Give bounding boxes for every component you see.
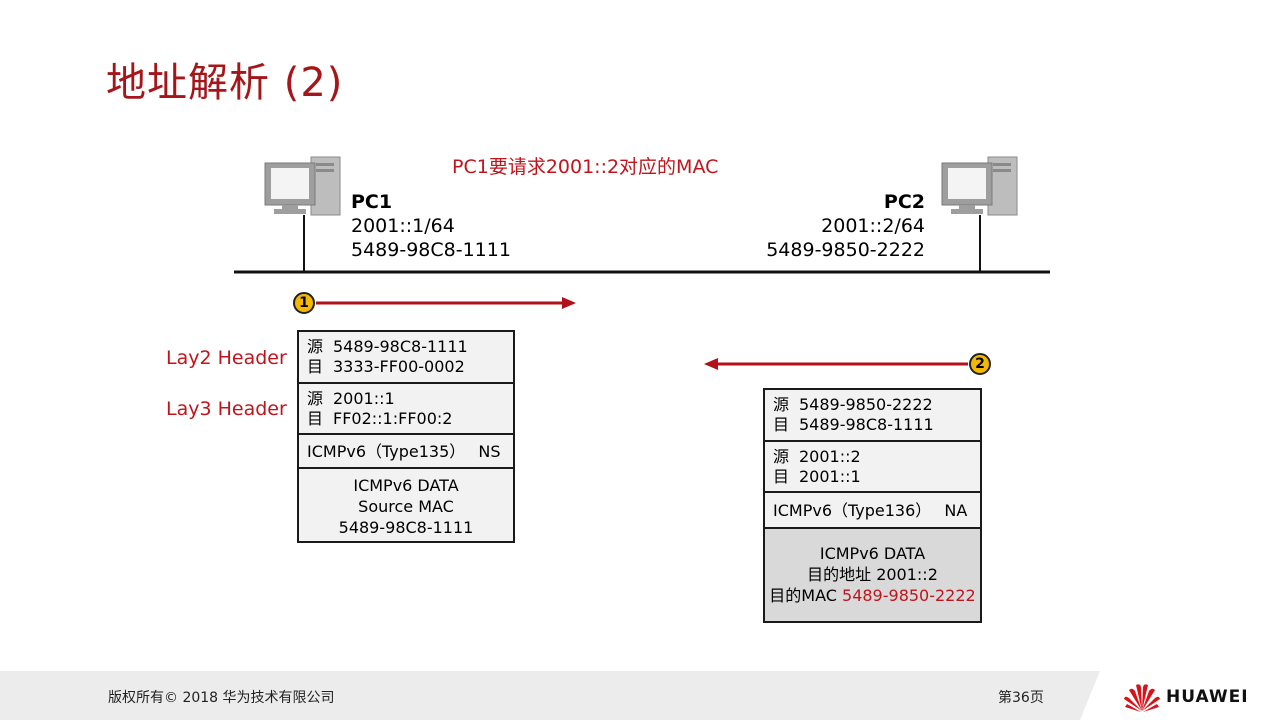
na-data-line3-value: 5489-9850-2222 [842,586,976,605]
huawei-logo-icon [1124,684,1160,712]
pc1-ip: 2001::1/64 [351,215,455,237]
ns-icmp-name: NS [478,442,501,461]
caption: PC1要请求2001::2对应的MAC [452,156,719,178]
lay3-header-label: Lay3 Header [166,398,287,420]
na-icmp-data: ICMPv6 DATA 目的地址 2001::2 目的MAC 5489-9850… [765,529,980,621]
na-icmp-type-text: ICMPv6（Type136） [773,501,932,520]
ns-l2-dst: 3333-FF00-0002 [333,357,465,376]
dst-key: 目 [773,467,790,486]
na-l3-dst: 2001::1 [799,467,861,486]
na-l2-dst: 5489-98C8-1111 [799,415,934,434]
step-1-badge: 1 [293,292,315,314]
ns-l2-src: 5489-98C8-1111 [333,337,468,356]
footer-copyright: 版权所有© 2018 华为技术有限公司 [108,690,335,706]
ns-icmp-type-text: ICMPv6（Type135） [307,442,466,461]
desktop-computer-icon [941,156,1018,216]
src-key: 源 [773,447,790,466]
na-l2-src: 5489-9850-2222 [799,395,933,414]
na-l2-header: 源 5489-9850-2222 目 5489-98C8-1111 [765,390,980,442]
ns-data-line2: Source MAC [358,497,454,516]
ns-data-line1: ICMPv6 DATA [353,476,459,495]
ns-icmp-type: ICMPv6（Type135） NS [299,435,513,469]
na-l3-src: 2001::2 [799,447,861,466]
footer-bar [0,671,1280,720]
page-title: 地址解析 (2) [106,60,344,106]
ns-l3-header: 源 2001::1 目 FF02::1:FF00:2 [299,384,513,435]
ns-l3-src: 2001::1 [333,389,395,408]
dst-key: 目 [307,409,324,428]
na-icmp-name: NA [944,501,968,520]
na-l3-header: 源 2001::2 目 2001::1 [765,442,980,493]
na-data-line1: ICMPv6 DATA [819,544,926,563]
pc1-name: PC1 [351,191,393,213]
footer-logo-area [1100,671,1280,720]
page-number: 第36页 [998,690,1044,706]
arrow-ns-head [562,297,576,309]
dst-key: 目 [773,415,790,434]
src-key: 源 [773,395,790,414]
pc2-name: PC2 [883,191,925,213]
src-key: 源 [307,389,324,408]
pc2-ip: 2001::2/64 [821,215,925,237]
pc1-mac: 5489-98C8-1111 [351,239,511,261]
ns-icmp-data: ICMPv6 DATA Source MAC 5489-98C8-1111 [299,469,513,541]
arrow-na-head [704,358,718,370]
na-data-line3-prefix: 目的MAC [769,586,843,605]
dst-key: 目 [307,357,324,376]
brand-name: HUAWEI [1166,687,1249,707]
src-key: 源 [307,337,324,356]
lay2-header-label: Lay2 Header [166,347,287,369]
pc2-mac: 5489-9850-2222 [766,239,925,261]
ns-l3-dst: FF02::1:FF00:2 [333,409,453,428]
desktop-computer-icon [264,156,341,216]
na-data-line3: 目的MAC 5489-9850-2222 [765,585,980,606]
na-data-line2: 目的地址 2001::2 [807,565,938,584]
na-icmp-type: ICMPv6（Type136） NA [765,493,980,529]
step-2-badge: 2 [969,353,991,375]
ns-data-line3: 5489-98C8-1111 [338,518,474,537]
ns-l2-header: 源 5489-98C8-1111 目 3333-FF00-0002 [299,332,513,384]
